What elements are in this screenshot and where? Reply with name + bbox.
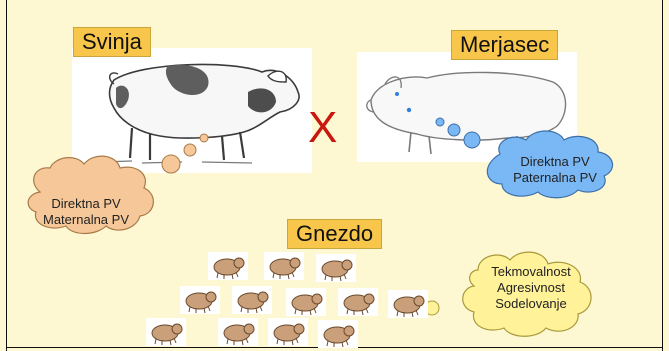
boar-label: Merjasec bbox=[451, 30, 558, 60]
frame-right-line bbox=[662, 0, 663, 351]
piglet bbox=[264, 252, 304, 280]
piglet bbox=[146, 318, 186, 346]
boar-cloud-line-2: Paternalna PV bbox=[490, 170, 620, 186]
piglet bbox=[316, 254, 356, 282]
piglet bbox=[208, 252, 248, 280]
piglet bbox=[388, 290, 428, 318]
boar-cloud-text: Direktna PV Paternalna PV bbox=[490, 154, 620, 186]
boar-marker bbox=[407, 108, 411, 112]
sow-cloud-line-2: Maternalna PV bbox=[26, 212, 146, 228]
piglet bbox=[232, 286, 272, 314]
piglet bbox=[268, 318, 308, 346]
litter-piglets bbox=[140, 248, 430, 348]
cross-symbol: X bbox=[308, 106, 337, 150]
sow-cloud-bubble-large bbox=[162, 155, 180, 173]
litter-label: Gnezdo bbox=[287, 219, 382, 249]
sow-label: Svinja bbox=[73, 27, 151, 57]
sow-cloud-bubble-small bbox=[200, 134, 208, 142]
frame-left-line bbox=[6, 0, 7, 351]
litter-cloud-text: Tekmovalnost Agresivnost Sodelovanje bbox=[476, 264, 586, 312]
boar-cloud-line-1: Direktna PV bbox=[490, 154, 620, 170]
litter-cloud-line-3: Sodelovanje bbox=[476, 296, 586, 312]
sow-cloud-text: Direktna PV Maternalna PV bbox=[26, 196, 146, 228]
piglet bbox=[180, 286, 220, 314]
piglet bbox=[218, 318, 258, 346]
sow-cloud-line-1: Direktna PV bbox=[26, 196, 146, 212]
sow-cloud-bubble-medium bbox=[184, 144, 196, 156]
boar-cloud-bubble-large bbox=[464, 132, 480, 148]
piglet bbox=[338, 288, 378, 316]
piglet bbox=[318, 320, 358, 348]
boar-eye-marker bbox=[395, 92, 399, 96]
litter-cloud-line-2: Agresivnost bbox=[476, 280, 586, 296]
boar-cloud-bubble-medium bbox=[448, 124, 460, 136]
litter-cloud-line-1: Tekmovalnost bbox=[476, 264, 586, 280]
boar-cloud-bubble-small bbox=[436, 118, 444, 126]
piglet bbox=[286, 288, 326, 316]
